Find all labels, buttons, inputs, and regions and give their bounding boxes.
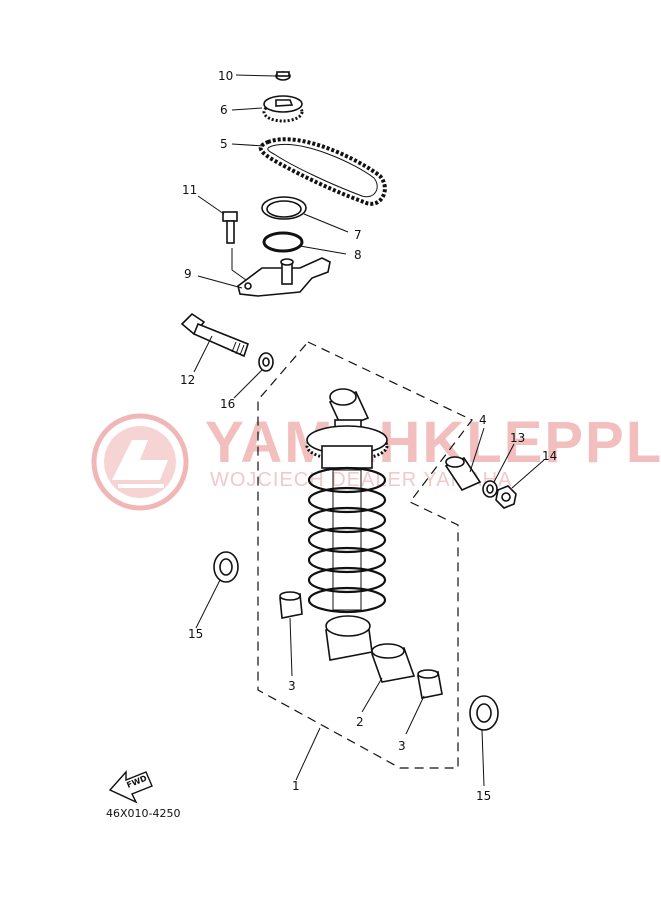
watermark-brand: YAMAHKLEPPL <box>205 410 661 475</box>
callout-labels: 10 6 5 11 7 8 9 12 16 4 13 14 15 3 2 3 1… <box>180 69 557 803</box>
part-2-collar <box>361 643 416 713</box>
part-12-bolt <box>180 312 249 373</box>
part-15-seal-left <box>195 551 239 629</box>
part-1-shock-absorber <box>295 388 389 781</box>
callout-3-right: 3 <box>398 739 406 753</box>
callout-2: 2 <box>356 715 364 729</box>
diagram-code: 46X010-4250 <box>106 807 181 820</box>
callout-12: 12 <box>180 373 195 387</box>
part-7-ring <box>261 196 349 233</box>
part-15-seal-right <box>469 695 499 787</box>
part-10-nut <box>235 71 291 81</box>
callout-10: 10 <box>218 69 233 83</box>
part-8-o-ring <box>262 231 347 255</box>
part-11-bolt <box>197 195 247 281</box>
part-5-belt <box>231 137 387 206</box>
watermark-logo <box>91 413 189 511</box>
part-14-nut <box>495 459 545 509</box>
callout-5: 5 <box>220 137 228 151</box>
callout-15-right: 15 <box>476 789 491 803</box>
callout-14: 14 <box>542 449 557 463</box>
callout-6: 6 <box>220 103 228 117</box>
callout-3-left: 3 <box>288 679 296 693</box>
part-3-bushing-left <box>279 591 303 677</box>
callout-9: 9 <box>184 267 192 281</box>
part-6-pulley <box>231 95 304 123</box>
part-9-bracket <box>197 257 331 297</box>
part-4-spacer <box>444 427 485 492</box>
callout-15-left: 15 <box>188 627 203 641</box>
watermark: YAMAHKLEPPL WOJCIECH DEALER YAMAHA <box>91 410 661 511</box>
callout-11: 11 <box>182 183 197 197</box>
callout-8: 8 <box>354 248 362 262</box>
part-3-bushing-right <box>405 669 443 735</box>
callout-16: 16 <box>220 397 235 411</box>
callout-7: 7 <box>354 228 362 242</box>
callout-1: 1 <box>292 779 300 793</box>
callout-13: 13 <box>510 431 525 445</box>
part-16-washer <box>233 352 274 399</box>
forward-arrow-icon: FWD <box>108 770 153 804</box>
callout-4: 4 <box>479 413 487 427</box>
shock-assembly-outline <box>257 341 473 769</box>
part-13-washer <box>482 443 515 498</box>
